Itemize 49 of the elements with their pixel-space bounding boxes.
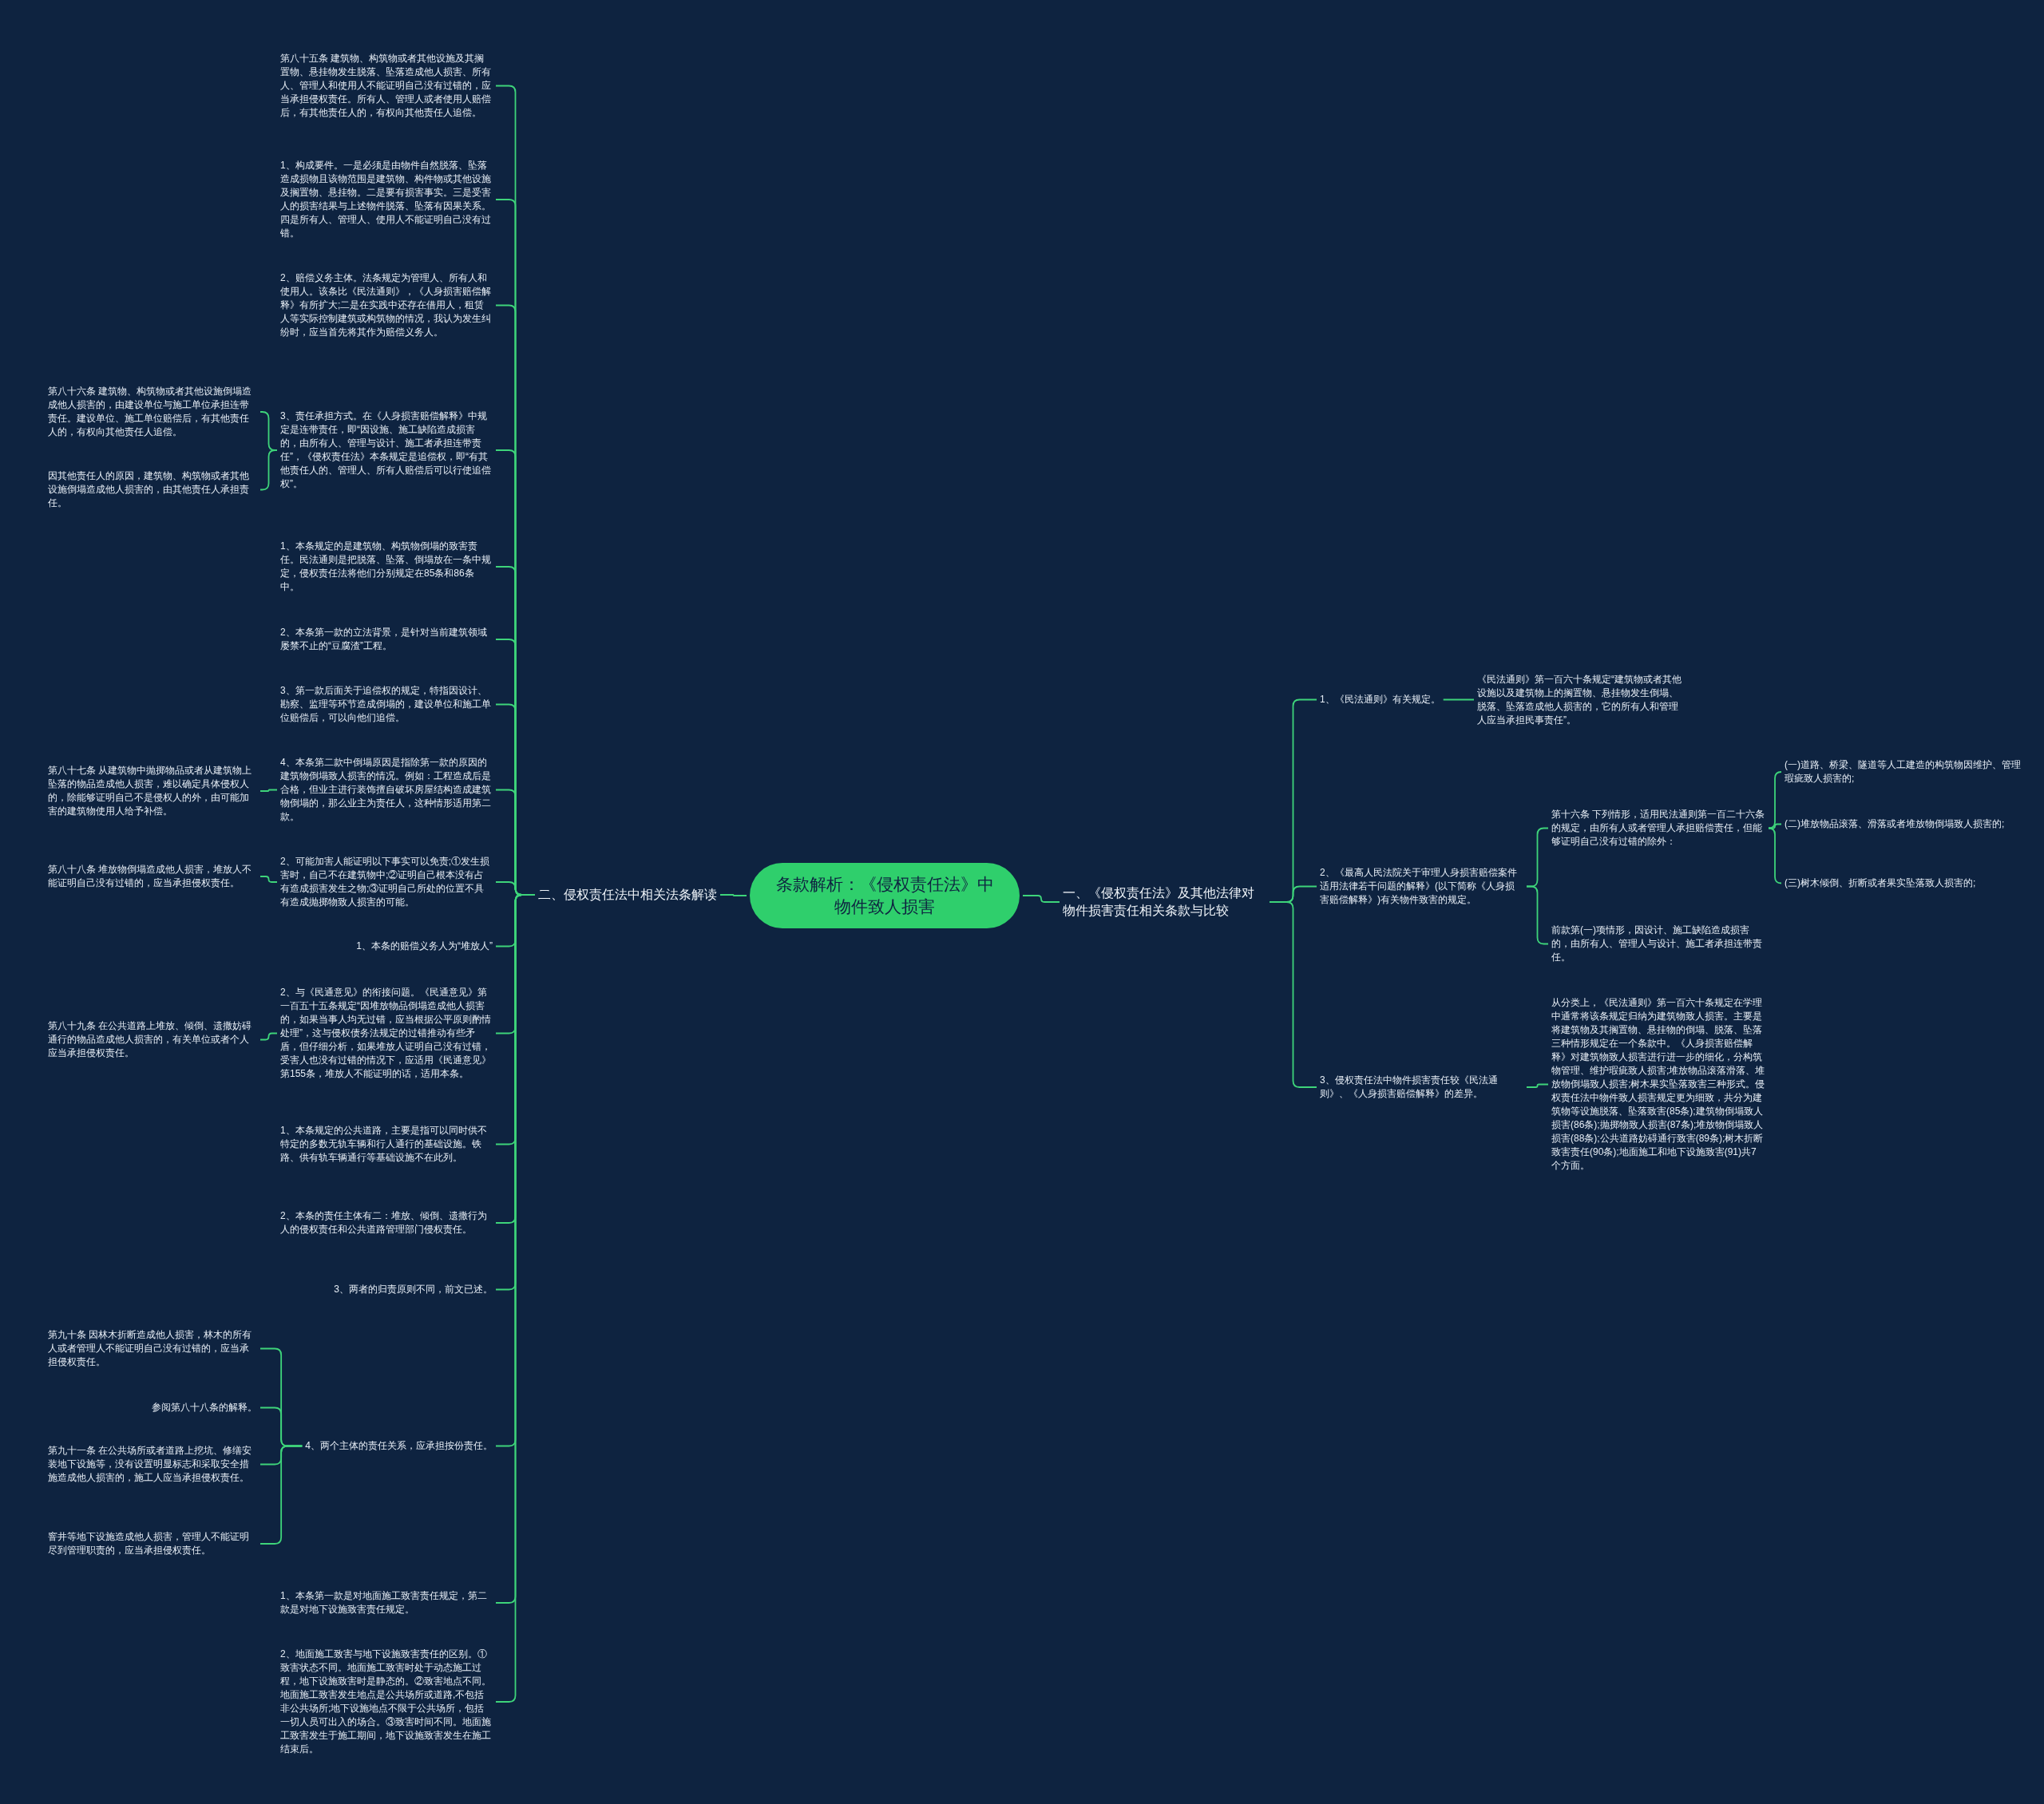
topic-text: 第十六条 下列情形，适用民法通则第一百二十六条的规定，由所有人或者管理人承担赔偿责任，但能够证明自己没有过错的除外： — [1551, 808, 1765, 849]
topic-text: 第八十八条 堆放物倒塌造成他人损害，堆放人不能证明自己没有过错的，应当承担侵权责任。 — [48, 863, 257, 890]
topic-text: 3、第一款后面关于追偿权的规定，特指因设计、勘察、监理等环节造成倒塌的，建设单位和施工单位赔偿后，可以向他们追偿。 — [280, 684, 493, 725]
topic-text: 2、《最高人民法院关于审理人身损害赔偿案件适用法律若干问题的解释》(以下简称《人身损害赔偿解释》)有关物件致害的规定。 — [1320, 866, 1523, 907]
connector-line — [1768, 771, 1782, 829]
topic-text: 参阅第八十八条的解释。 — [152, 1401, 257, 1414]
connector-line — [1442, 698, 1475, 701]
topic-text: 2、地面施工致害与地下设施致害责任的区别。①致害状态不同。地面施工致害时处于动态施工过程，地下设施致害时是静态的。②致害地点不同。地面施工致害发生地点是公共场所或道路,不包括非公共场所;地下设施地点不限于公共场所，包括一切人员可出入的场合。③致害时间不同。地面施工致害发生于施工期间，地下设施致害发生在施工结束后。 — [280, 1648, 493, 1756]
topic-text: 窨井等地下设施造成他人损害，管理人不能证明尽到管理职责的，应当承担侵权责任。 — [48, 1530, 257, 1557]
topic-text: 《民法通则》第一百六十条规定“建筑物或者其他设施以及建筑物上的搁置物、悬挂物发生倒塌、脱落、坠落造成他人损害的，它的所有人和管理人应当承担民事责任”。 — [1477, 673, 1686, 727]
connector-line — [1768, 827, 1782, 884]
connector-line — [1022, 895, 1060, 903]
topic-text: 因其他责任人的原因，建筑物、构筑物或者其他设施倒塌造成他人损害的，由其他责任人承担责任。 — [48, 469, 257, 510]
connector-line — [719, 894, 747, 896]
topic-text: 3、责任承担方式。在《人身损害赔偿解释》中规定是连带责任，即“因设施、施工缺陷造成损害的，由所有人、管理与设计、施工者承担连带责任”，《侵权责任法》本条规定是追偿权，即“有其他责任人的、管理人、所有人赔偿后可以行使追偿权”。 — [280, 409, 493, 491]
topic-text: 2、本条第一款的立法背景，是针对当前建筑领域屡禁不止的“豆腐渣”工程。 — [280, 626, 493, 653]
topic-text: 从分类上，《民法通则》第一百六十条规定在学理中通常将该条规定归纳为建筑物致人损害。主要是将建筑物及其搁置物、悬挂物的倒塌、脱落、坠落三种情形规定在一个条款中。《人身损害赔偿解释》对建筑物致人损害进行进一步的细化，分构筑物管理、维护瑕疵致人损害;堆放物品滚落滑落、堆放物倒塌致人损害;树木果实坠落致害三种形式。侵权责任法中物件致人损害规定更为细致，共分为建筑物等设施脱落、坠落致害(85条);建筑物倒塌致人损害(86条);抛掷物致人损害(87条);堆放物倒塌致人损害(88条);公共道路妨碍通行致害(89条);树木折断致害责任(90条);地面施工和地下设施致害(91)共7个方面。 — [1551, 996, 1765, 1173]
topic-text: 1、本条规定的是建筑物、构筑物倒塌的致害责任。民法通则是把脱落、坠落、倒塌放在一条中规定，侵权责任法将他们分别规定在85条和86条中。 — [280, 540, 493, 594]
topic-text: 1、本条第一款是对地面施工致害责任规定，第二款是对地下设施致害责任规定。 — [280, 1589, 493, 1616]
topic-text: 1、构成要件。一是必须是由物件自然脱落、坠落造成损物且该物范围是建筑物、构件物或其他设施及搁置物、悬挂物。二是要有损害事实。三是受害人的损害结果与上述物件脱落、坠落有因果关系。四是所有人、管理人、使用人不能证明自己没有过错。 — [280, 159, 493, 240]
topic-text: 4、两个主体的责任关系，应承担按份责任。 — [305, 1439, 493, 1453]
topic-text: (三)树木倾倒、折断或者果实坠落致人损害的; — [1785, 876, 1976, 890]
topic-text: 3、两者的归责原则不同，前文已述。 — [334, 1283, 493, 1296]
topic-text: 2、可能加害人能证明以下事实可以免责;①发生损害时，自己不在建筑物中;②证明自己根本没有占有造成损害发生之物;③证明自己所处的位置不具有造成抛掷物致人损害的可能。 — [280, 855, 493, 909]
topic-text: 第八十六条 建筑物、构筑物或者其他设施倒塌造成他人损害的，由建设单位与施工单位承担连带责任。建设单位、施工单位赔偿后，有其他责任人的，有权向其他责任人追偿。 — [48, 385, 257, 439]
connector-line — [1526, 1083, 1549, 1088]
topic-text: 1、本条的赔偿义务人为“堆放人” — [356, 940, 493, 953]
topic-text: 第九十条 因林木折断造成他人损害，林木的所有人或者管理人不能证明自己没有过错的，应当承担侵权责任。 — [48, 1328, 257, 1369]
topic-text: 第八十七条 从建筑物中抛掷物品或者从建筑物上坠落的物品造成他人损害，难以确定具体侵权人的，除能够证明自己不是侵权人的外，由可能加害的建筑物使用人给予补偿。 — [48, 764, 257, 818]
topic-text: 1、本条规定的公共道路，主要是指可以同时供不特定的多数无轨车辆和行人通行的基础设施。铁路、供有轨车辆通行等基础设施不在此列。 — [280, 1124, 493, 1165]
connector-line — [259, 1032, 278, 1041]
topic-text: 2、与《民通意见》的衔接问题。《民通意见》第一百五十五条规定“因堆放物品倒塌造成他人损害的，如果当事人均无过错，应当根据公平原则酌情处理”，这与侵权债务法规定的过错推动有些矛盾，但仔细分析，如果堆放人证明自己没有过错，受害人也没有过错的情况下，应适用《民通意见》第155条，堆放人不能证明的话，适用本条。 — [280, 986, 493, 1081]
topic-text: 第八十五条 建筑物、构筑物或者其他设施及其搁置物、悬挂物发生脱落、坠落造成他人损害、所有人、管理人和使用人不能证明自己没有过错的，应当承担侵权责任。所有人、管理人或者使用人赔偿后，有其他责任人的，有权向其他责任人追偿。 — [280, 52, 493, 120]
topic-text: 2、本条的责任主体有二：堆放、倾倒、遗撒行为人的侵权责任和公共道路管理部门侵权责任。 — [280, 1209, 493, 1236]
connector-line — [259, 789, 278, 792]
topic-text: 4、本条第二款中倒塌原因是指除第一款的原因的建筑物倒塌致人损害的情况。例如：工程造成后是合格，但业主进行装饰擅自破坏房屋结构造成建筑物倒塌的，那么业主为责任人，这种情形适用第二款。 — [280, 756, 493, 824]
topic-text: 1、《民法通则》有关规定。 — [1320, 693, 1440, 706]
connector-line — [259, 449, 278, 491]
topic-text: (一)道路、桥梁、隧道等人工建造的构筑物因维护、管理瑕疵致人损害的; — [1785, 758, 2024, 785]
topic-text: (二)堆放物品滚落、滑落或者堆放物倒塌致人损害的; — [1785, 817, 2005, 831]
branch-topic: 二、侵权责任法中相关法条解读 — [538, 886, 717, 904]
topic-text: 第八十九条 在公共道路上堆放、倾倒、遗撒妨碍通行的物品造成他人损害的，有关单位或者个人应当承担侵权责任。 — [48, 1019, 257, 1060]
topic-text: 第九十一条 在公共场所或者道路上挖坑、修缮安装地下设施等，没有设置明显标志和采取安全措施造成他人损害的，施工人应当承担侵权责任。 — [48, 1444, 257, 1485]
topic-text: 3、侵权责任法中物件损害责任较《民法通则》、《人身损害赔偿解释》的差异。 — [1320, 1074, 1523, 1101]
topic-text: 前款第(一)项情形，因设计、施工缺陷造成损害的，由所有人、管理人与设计、施工者承担连带责任。 — [1551, 924, 1765, 964]
central-topic: 条款解析：《侵权责任法》中物件致人损害 — [750, 863, 1020, 928]
topic-text: 2、赔偿义务主体。法条规定为管理人、所有人和使用人。该条比《民法通则》，《人身损害赔偿解释》有所扩大;二是在实践中还存在借用人，租赁人等实际控制建筑或构筑物的情况，我认为发生纠纷时，应当首先将其作为赔偿义务人。 — [280, 271, 493, 339]
branch-topic: 一、《侵权责任法》及其他法律对物件损害责任相关条款与比较 — [1063, 884, 1266, 920]
connector-line — [259, 876, 278, 883]
